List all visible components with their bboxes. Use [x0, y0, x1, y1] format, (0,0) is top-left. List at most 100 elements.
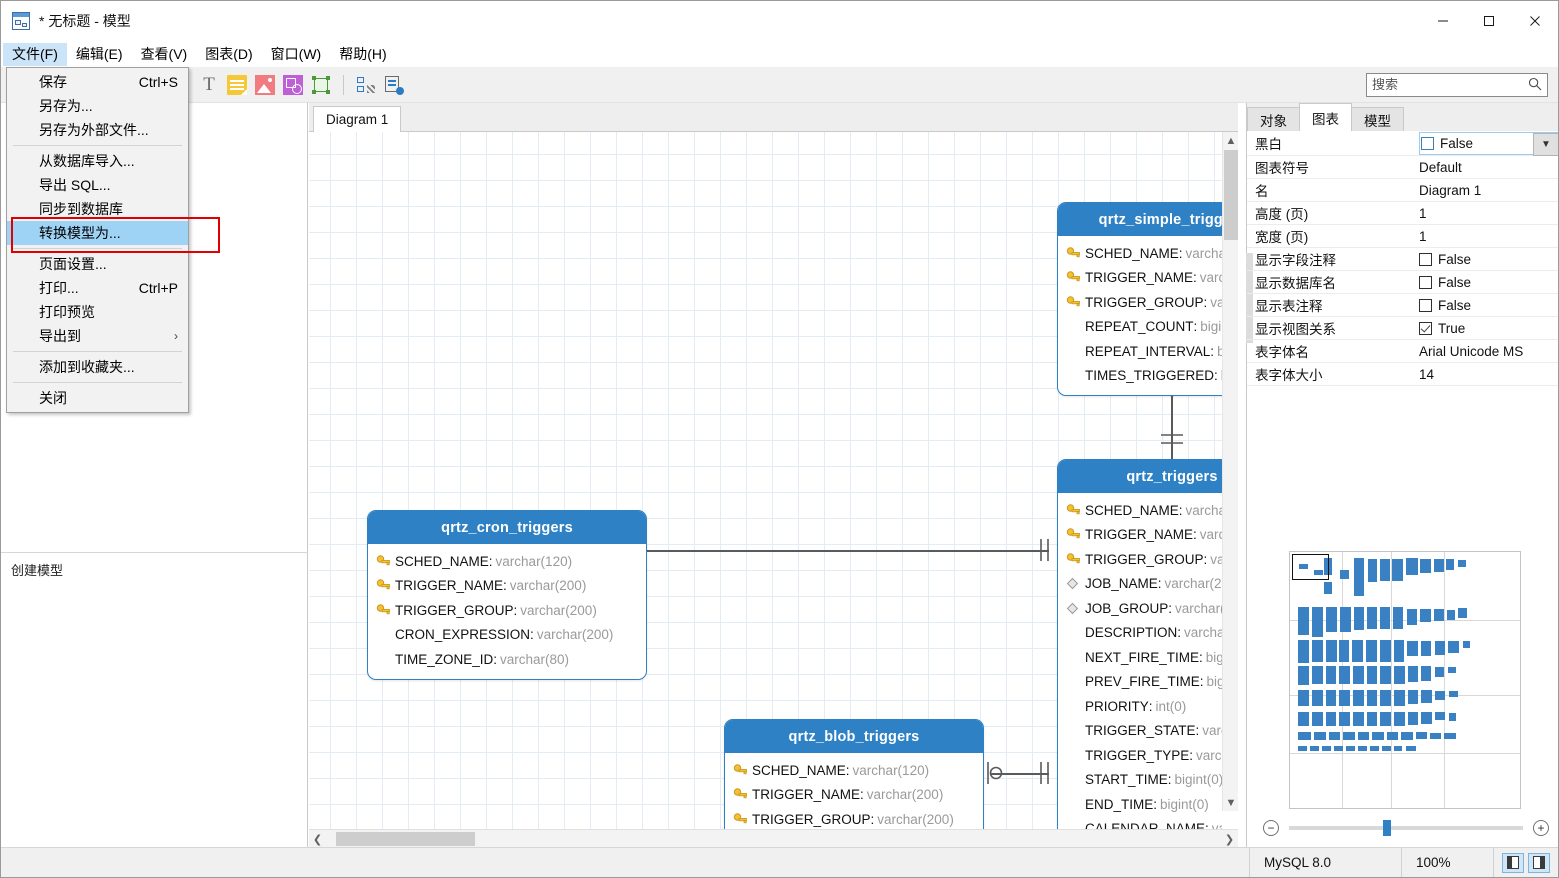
menu-item-save-as-external[interactable]: 另存为外部文件...: [7, 118, 188, 142]
zoom-slider-track[interactable]: [1289, 820, 1523, 836]
scroll-left-icon[interactable]: ❮: [312, 833, 323, 846]
chevron-down-icon[interactable]: ▼: [1533, 132, 1558, 156]
column-type: varchar(200): [1199, 270, 1222, 286]
checkbox-checked-icon[interactable]: [1419, 321, 1432, 335]
property-row-height[interactable]: 高度 (页) 1: [1247, 202, 1558, 225]
menu-item-save-as[interactable]: 另存为...: [7, 94, 188, 118]
canvas-vertical-scrollbar[interactable]: ▲ ▼: [1222, 132, 1238, 811]
property-value[interactable]: False ▼: [1419, 131, 1558, 156]
menu-item-label: 关闭: [39, 390, 67, 406]
entity-qrtz-triggers[interactable]: qrtz_triggers SCHED_NAME: varchar(120) T: [1057, 459, 1222, 829]
search-input[interactable]: [1366, 72, 1548, 97]
scroll-up-icon[interactable]: ▲: [1225, 134, 1237, 147]
zoom-out-button[interactable]: −: [1263, 820, 1279, 836]
menu-item-print-preview[interactable]: 打印预览: [7, 300, 188, 324]
tab-diagram-1[interactable]: Diagram 1: [313, 106, 402, 132]
diagram-settings-icon[interactable]: [384, 75, 404, 95]
menu-item-add-to-favorites[interactable]: 添加到收藏夹...: [7, 355, 188, 379]
menu-item-sync-to-database[interactable]: 同步到数据库: [7, 197, 188, 221]
menu-item-import-from-database[interactable]: 从数据库导入...: [7, 149, 188, 173]
text-tool-icon[interactable]: T: [203, 73, 215, 95]
note-tool-icon[interactable]: [227, 74, 247, 95]
vertical-scroll-thumb[interactable]: [1224, 150, 1238, 240]
property-row-symbol[interactable]: 图表符号 Default: [1247, 156, 1558, 179]
table-row: TRIGGER_GROUP: varchar(200): [368, 598, 646, 623]
property-value[interactable]: False: [1419, 252, 1558, 267]
properties-scroll-indicator[interactable]: [1246, 253, 1253, 343]
entity-columns: SCHED_NAME: varchar(120) TRIGGER_NAME: v…: [725, 753, 983, 829]
entity-qrtz-simple-triggers[interactable]: qrtz_simple_triggers SCHED_NAME: varchar…: [1057, 202, 1222, 396]
menu-help[interactable]: 帮助(H): [339, 45, 387, 62]
tab-diagram[interactable]: 图表: [1299, 103, 1352, 131]
shape-tool-icon[interactable]: [283, 74, 303, 95]
property-row-show-view-relation[interactable]: 显示视图关系 True: [1247, 317, 1558, 340]
menu-file[interactable]: 文件(F): [3, 42, 67, 66]
table-row: REPEAT_INTERVAL: bigint(0): [1058, 339, 1222, 364]
property-row-show-field-comment[interactable]: 显示字段注释 False: [1247, 248, 1558, 271]
maximize-button[interactable]: [1466, 1, 1512, 41]
property-row-width[interactable]: 宽度 (页) 1: [1247, 225, 1558, 248]
app-icon: [12, 12, 30, 30]
scroll-right-icon[interactable]: ❯: [1224, 833, 1235, 846]
scroll-down-icon[interactable]: ▼: [1225, 796, 1237, 809]
horizontal-scroll-thumb[interactable]: [336, 832, 475, 846]
menu-item-label: 保存: [39, 74, 67, 90]
column-type: varchar(120): [852, 762, 930, 778]
zoom-in-button[interactable]: +: [1533, 820, 1549, 836]
status-database: MySQL 8.0: [1249, 847, 1401, 877]
property-row-show-table-comment[interactable]: 显示表注释 False: [1247, 294, 1558, 317]
property-value[interactable]: False: [1419, 298, 1558, 313]
minimize-button[interactable]: [1420, 1, 1466, 41]
property-row-show-database-name[interactable]: 显示数据库名 False: [1247, 271, 1558, 294]
menu-item-convert-model-to[interactable]: 转换模型为...: [7, 221, 188, 245]
minimap-viewport[interactable]: [1292, 554, 1329, 580]
menu-item-label: 转换模型为...: [39, 225, 121, 241]
tab-object[interactable]: 对象: [1247, 107, 1300, 131]
zoom-slider-thumb[interactable]: [1382, 820, 1391, 836]
property-value[interactable]: False: [1419, 275, 1558, 290]
primary-key-icon: [376, 554, 395, 569]
tab-model[interactable]: 模型: [1351, 107, 1404, 131]
column-name: TRIGGER_GROUP: [752, 811, 871, 827]
primary-key-icon: [1066, 503, 1085, 518]
entity-qrtz-cron-triggers[interactable]: qrtz_cron_triggers SCHED_NAME: varchar(1…: [367, 510, 647, 680]
menu-item-export-sql[interactable]: 导出 SQL...: [7, 173, 188, 197]
left-panel-toggle-icon[interactable]: [1502, 852, 1524, 873]
diagram-canvas[interactable]: qrtz_simple_triggers SCHED_NAME: varchar…: [309, 132, 1222, 829]
entity-qrtz-blob-triggers[interactable]: qrtz_blob_triggers SCHED_NAME: varchar(1…: [724, 719, 984, 829]
image-tool-icon[interactable]: [255, 74, 275, 95]
menu-window[interactable]: 窗口(W): [270, 45, 322, 62]
menu-item-print[interactable]: 打印... Ctrl+P: [7, 276, 188, 300]
menu-item-close[interactable]: 关闭: [7, 386, 188, 410]
checkbox-icon[interactable]: [1419, 298, 1432, 312]
right-panel-toggle-icon[interactable]: [1528, 852, 1550, 873]
checkbox-icon[interactable]: [1421, 136, 1434, 150]
column-name: TRIGGER_NAME: [1085, 270, 1194, 286]
property-key: 显示表注释: [1255, 299, 1323, 314]
property-row-name[interactable]: 名 Diagram 1: [1247, 179, 1558, 202]
auto-layout-icon[interactable]: [356, 75, 376, 95]
menu-item-label: 导出 SQL...: [39, 177, 111, 193]
menu-view[interactable]: 查看(V): [140, 45, 188, 62]
table-row: TRIGGER_TYPE: varchar(8): [1058, 743, 1222, 768]
property-row-table-font-name[interactable]: 表字体名 Arial Unicode MS: [1247, 340, 1558, 363]
property-row-table-font-size[interactable]: 表字体大小 14: [1247, 363, 1558, 386]
property-row-blackwhite[interactable]: 黑白 False ▼: [1247, 131, 1558, 156]
column-type: varchar(200): [1199, 527, 1222, 543]
menu-item-page-setup[interactable]: 页面设置...: [7, 252, 188, 276]
diagram-minimap[interactable]: [1289, 551, 1521, 809]
canvas-horizontal-scrollbar[interactable]: ❮ ❯: [309, 829, 1238, 847]
property-value[interactable]: True: [1419, 321, 1558, 336]
menu-item-label: 另存为...: [39, 98, 93, 114]
select-region-icon[interactable]: [311, 75, 331, 95]
menu-diagram[interactable]: 图表(D): [205, 45, 253, 62]
checkbox-icon[interactable]: [1419, 275, 1432, 289]
close-button[interactable]: [1512, 1, 1558, 41]
window-controls: [1420, 1, 1558, 41]
entity-title: qrtz_simple_triggers: [1058, 203, 1222, 236]
menu-item-save[interactable]: 保存 Ctrl+S: [7, 70, 188, 94]
checkbox-icon[interactable]: [1419, 252, 1432, 266]
menu-edit[interactable]: 编辑(E): [75, 45, 123, 62]
create-model-label[interactable]: 创建模型: [11, 563, 64, 578]
menu-item-export-to[interactable]: 导出到 ›: [7, 324, 188, 348]
